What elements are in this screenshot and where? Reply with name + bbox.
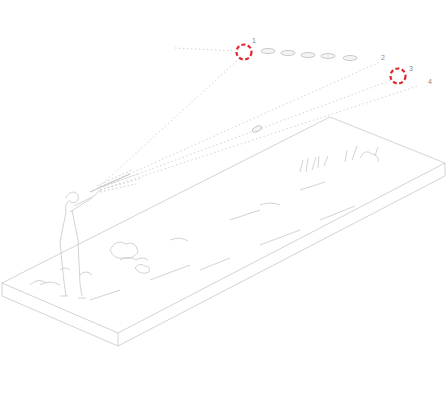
field-side: [2, 163, 445, 346]
callout-number: 3: [409, 65, 413, 72]
callout-number: 4: [428, 78, 432, 85]
callout-number: 1: [252, 37, 256, 44]
callout-number: 2: [381, 54, 385, 61]
field-top: [2, 117, 445, 333]
target-circle: [237, 45, 252, 60]
target-circle: [391, 69, 406, 84]
